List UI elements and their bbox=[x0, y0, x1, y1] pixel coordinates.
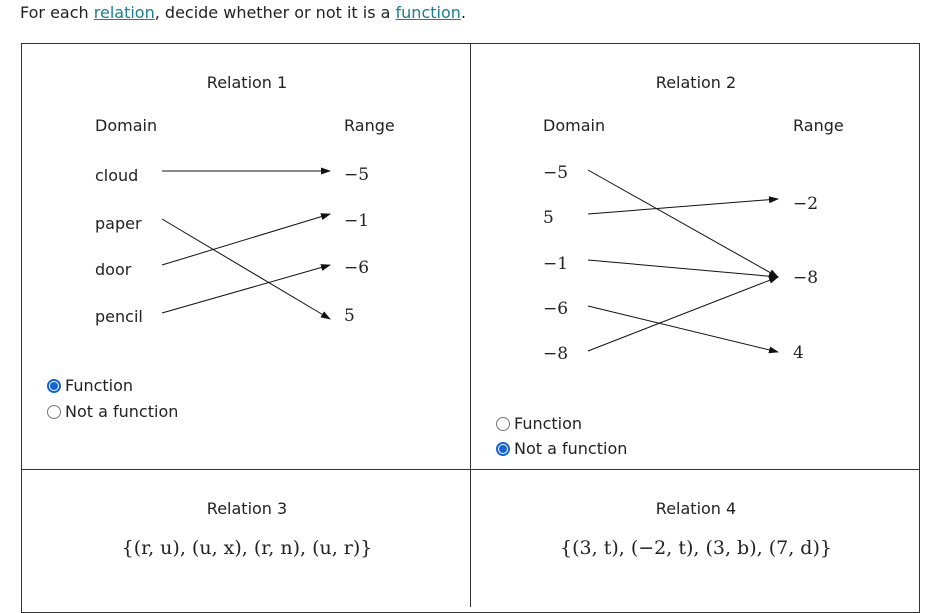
relation-1-arrow bbox=[161, 213, 331, 266]
radio-circle[interactable] bbox=[496, 441, 510, 456]
relation-2-arrow bbox=[587, 276, 779, 352]
relation-2-range-label: Range bbox=[793, 116, 844, 135]
relation-1-arrow bbox=[161, 264, 331, 314]
radio-label: Function bbox=[65, 376, 134, 395]
relation-2-arrow bbox=[587, 259, 779, 280]
relation-1-range-item: −6 bbox=[344, 258, 370, 278]
relation-2-domain-item: −1 bbox=[543, 254, 569, 274]
function-link[interactable]: function bbox=[395, 3, 461, 22]
radio-label: Not a function bbox=[65, 402, 179, 421]
relation-2-not-function-radio[interactable]: Not a function bbox=[496, 439, 627, 458]
relation-1-function-radio[interactable]: Function bbox=[47, 376, 133, 395]
relation-2-domain-item: −8 bbox=[543, 344, 569, 364]
table-divider bbox=[470, 43, 471, 607]
relation-2-domain-label: Domain bbox=[543, 116, 606, 135]
instructions-text: , decide whether or not it is a bbox=[154, 3, 396, 22]
radio-label: Not a function bbox=[514, 439, 628, 458]
relation-1-arrow bbox=[161, 218, 331, 320]
relation-1-range-item: −5 bbox=[344, 165, 370, 185]
relation-1-domain-label: Domain bbox=[95, 116, 158, 135]
instructions-text: For each bbox=[20, 3, 94, 22]
relation-1-domain-item: door bbox=[95, 260, 132, 279]
relation-1-not-function-radio[interactable]: Not a function bbox=[47, 402, 178, 421]
relation-link[interactable]: relation bbox=[93, 3, 155, 22]
relation-1-domain-item: paper bbox=[95, 214, 142, 233]
relation-2-arrow bbox=[587, 305, 779, 354]
relation-3-set: {(r, u), (u, x), (r, n), (u, r)} bbox=[121, 537, 373, 559]
radio-label: Function bbox=[514, 414, 583, 433]
relation-1-range-item: −1 bbox=[344, 211, 370, 231]
instructions-text: . bbox=[460, 3, 466, 22]
relation-2-domain-item: 5 bbox=[543, 208, 554, 228]
relation-1-title: Relation 1 bbox=[206, 73, 288, 92]
relation-2-range-item: 4 bbox=[793, 343, 804, 363]
relation-1-range-label: Range bbox=[344, 116, 395, 135]
relation-4-set: {(3, t), (−2, t), (3, b), (7, d)} bbox=[560, 537, 832, 559]
relation-3-title: Relation 3 bbox=[206, 499, 288, 518]
relation-2-arrow bbox=[587, 196, 779, 215]
relation-2-range-item: −8 bbox=[793, 268, 819, 288]
relation-1-domain-item: cloud bbox=[95, 166, 139, 185]
relation-2-range-item: −2 bbox=[793, 194, 819, 214]
relation-1-range-item: 5 bbox=[344, 306, 355, 326]
radio-circle[interactable] bbox=[47, 378, 61, 393]
radio-circle[interactable] bbox=[47, 404, 61, 419]
radio-circle[interactable] bbox=[496, 416, 510, 431]
relation-1-domain-item: pencil bbox=[95, 307, 143, 326]
relation-2-domain-item: −5 bbox=[543, 163, 569, 183]
relation-2-domain-item: −6 bbox=[543, 299, 569, 319]
relation-2-function-radio[interactable]: Function bbox=[496, 414, 582, 433]
table-divider bbox=[21, 469, 920, 470]
instructions: For each relation, decide whether or not… bbox=[20, 3, 466, 22]
relation-4-title: Relation 4 bbox=[655, 499, 737, 518]
relation-2-arrow bbox=[587, 169, 779, 278]
relation-2-title: Relation 2 bbox=[655, 73, 737, 92]
